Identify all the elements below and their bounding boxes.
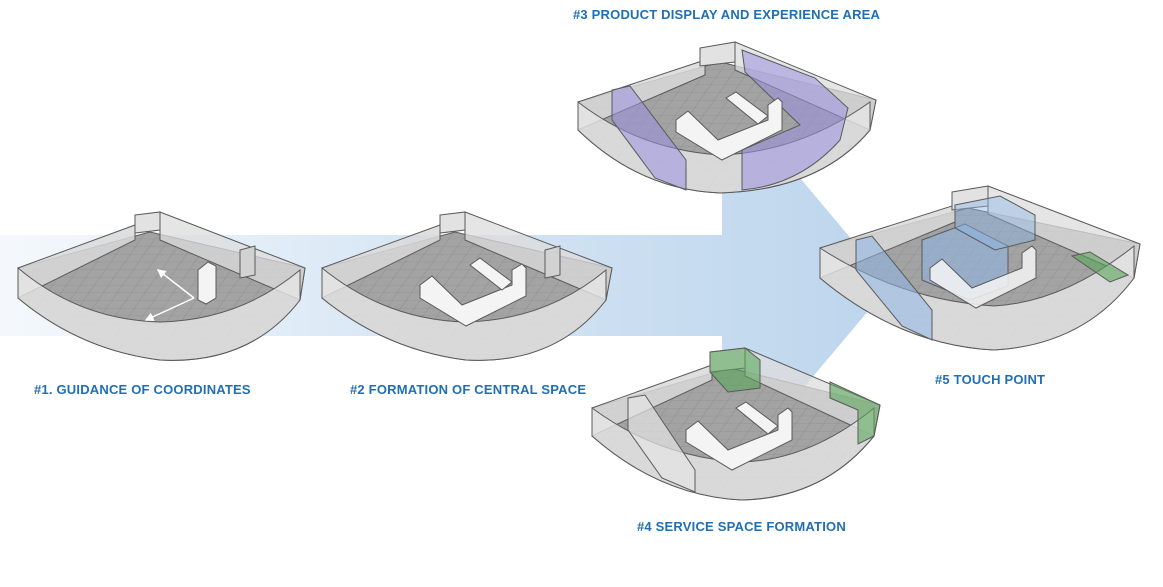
step-4-label: #4 SERVICE SPACE FORMATION	[637, 519, 846, 534]
coordinate-axis-x	[144, 297, 195, 321]
service-zone-right	[829, 381, 881, 445]
touch-u-block	[929, 245, 1037, 309]
central-u-block	[419, 263, 527, 327]
model-4-service-space	[591, 347, 881, 501]
step-5-label: #5 TOUCH POINT	[935, 372, 1046, 387]
display-zone-right	[741, 49, 849, 191]
touch-zone-back	[954, 195, 1036, 251]
step-3-label: #3 PRODUCT DISPLAY AND EXPERIENCE AREA	[573, 7, 881, 22]
coordinate-block	[197, 261, 217, 305]
step-1-label: #1. GUIDANCE OF COORDINATES	[34, 382, 251, 397]
model-1-coordinates	[17, 211, 306, 361]
touch-zone-green	[1070, 251, 1130, 283]
step-2-label: #2 FORMATION OF CENTRAL SPACE	[350, 382, 587, 397]
model-3-display-area	[577, 41, 877, 194]
service-zone-back	[709, 347, 761, 393]
service-u-block	[685, 407, 793, 471]
model-5-touch-point	[819, 185, 1141, 351]
model-2-central-space	[321, 211, 613, 361]
display-u-block	[675, 97, 783, 161]
coordinate-axis-y	[156, 269, 195, 299]
display-zone-left	[611, 85, 687, 191]
